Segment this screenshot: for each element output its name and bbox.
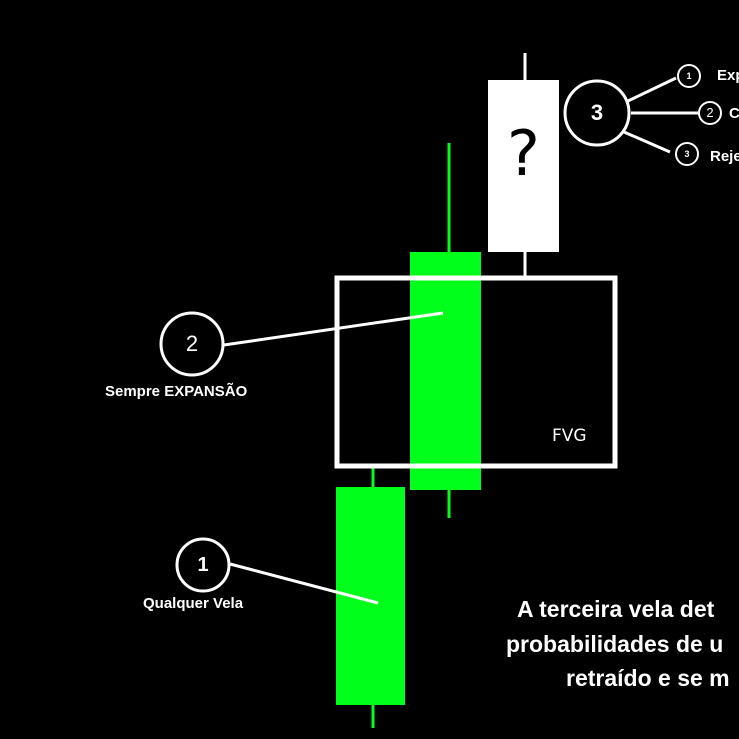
footnote-line-2: probabilidades de u [506,631,724,657]
candle-2 [410,143,481,518]
marker-circle-candle-2 [159,311,225,377]
candle-1-caption: Qualquer Vela [143,595,244,612]
candle-3-question-mark: ? [507,117,540,190]
candle-2-body [410,252,481,490]
marker-circle-outcome-1 [677,64,701,88]
outcome-3-marker: 3 [684,149,690,159]
footnote-line-3: retraído e se m [566,665,730,691]
footnote-line-1: A terceira vela det [517,596,715,622]
outcome-1-marker: 1 [686,71,692,81]
fvg-box [334,275,618,469]
connector-outcome-3 [623,130,671,154]
candle-3-body [488,80,559,252]
candle-1 [336,468,405,728]
fvg-label: FVG [552,426,587,446]
connector-candle-1 [229,562,379,605]
outcome-1-label: Exp [717,67,739,84]
connector-outcome-1 [627,76,677,103]
marker-circle-candle-1 [175,537,231,593]
outcome-3-label: Rejei [710,148,739,165]
marker-circle-outcome-3 [675,142,699,166]
outcome-2-label: C [729,105,739,122]
marker-circle-outcome-2 [698,101,722,125]
marker-circle-candle-3 [563,79,631,147]
candle-3-marker: 3 [590,100,604,125]
candle-2-caption: Sempre EXPANSÃO [105,383,248,400]
connector-candle-2 [223,311,444,347]
candle-2-marker: 2 [185,331,199,356]
outcome-2-marker: 2 [706,105,714,120]
candle-3 [488,53,559,278]
candle-1-marker: 1 [197,554,209,576]
